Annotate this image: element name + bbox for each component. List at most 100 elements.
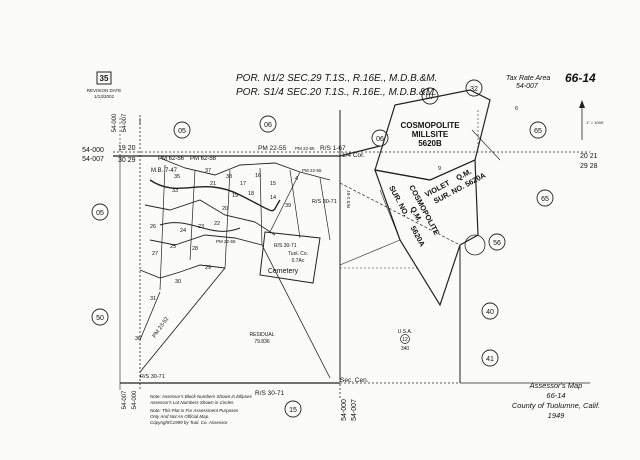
edge-label-bottom-mid-a: 54-000 <box>341 399 348 421</box>
section-rr: 20 21 <box>580 153 598 160</box>
page-circle <box>481 302 499 320</box>
survey-ref: PM 23-52 <box>152 316 171 339</box>
survey-ref: R/S 30-71 <box>255 390 285 397</box>
edge-label-bottom-mid-b: 54-007 <box>351 399 358 421</box>
survey-ref: PM 22-55 <box>302 168 322 173</box>
parcel-numbers: 9 14 15 16 17 18 19 20 21 22 23 24 25 26… <box>135 106 518 342</box>
usa-name: U.S.A. <box>398 329 412 335</box>
section-ll2: 30 29 <box>118 157 136 164</box>
revision-number: 35 <box>100 74 109 83</box>
parcel-number: 6 <box>515 106 518 112</box>
corner-circle <box>464 234 486 256</box>
cemetery-name: Cemetery <box>268 268 299 275</box>
page-circle <box>488 233 506 251</box>
page-circle <box>91 203 109 221</box>
parcel-number: 17 <box>240 181 246 187</box>
parcel-number: 15 <box>270 181 276 187</box>
residual-acres: 79.836 <box>254 339 270 345</box>
edge-label-bottom-left-b: 54-000 <box>132 390 138 409</box>
page-circle <box>529 121 547 139</box>
footer-year: 1949 <box>548 411 566 420</box>
header-line2: POR. S1/4 SEC.20 T.1S., R.16E., M.D.B.&M… <box>236 87 437 98</box>
parcel-number: 29 <box>205 265 211 271</box>
parcel-number: 28 <box>192 246 198 252</box>
header-line1: POR. N1/2 SEC.29 T.1S., R.16E., M.D.B.&M… <box>236 73 437 84</box>
parcel-number: 18 <box>248 191 254 197</box>
edge-label-left-a: 54-000 <box>82 147 104 154</box>
scale-note: 1" = 1000' <box>586 120 604 125</box>
note-line2: Assessor's Lot Numbers Shown in Circles <box>149 400 234 405</box>
page-circle-label: 15 <box>289 407 297 414</box>
note-line3: Note: This Plat Is For Assessment Purpos… <box>150 408 239 413</box>
circled-page-numbers: 05 06 06 07 32 65 65 05 56 40 50 41 15 <box>91 79 554 418</box>
page-circle-label: 06 <box>376 136 384 143</box>
usa-acres: 340 <box>401 346 410 352</box>
cemetery-owner: Tuol. Co. <box>288 251 308 257</box>
parcel-number: 9 <box>438 166 441 172</box>
parcel-number: 37 <box>205 168 211 174</box>
page-circle <box>91 308 109 326</box>
parcel-number: 26 <box>150 224 156 230</box>
parcel-number: 27 <box>152 251 158 257</box>
cosmopolite-qm-number: 5620A <box>409 224 428 248</box>
survey-ref: PM 62-58 <box>190 156 217 162</box>
millsite-name: COSMOPOLITE <box>400 121 460 130</box>
parcel-number: 22 <box>214 221 220 227</box>
parcel-number: 19 <box>232 193 238 199</box>
parcel-number: 4 <box>295 176 298 182</box>
footer-county: County of Tuolumne, Calif. <box>512 401 600 410</box>
edge-label-bottom-left-a: 54-007 <box>122 390 128 409</box>
edge-label-top-left-a: 54-000 <box>112 113 118 132</box>
survey-ref: PM 22-55 <box>216 239 236 244</box>
usa-parcel-circle <box>400 334 410 344</box>
edge-label-left-b: 54-007 <box>82 156 104 163</box>
parcel-number: 23 <box>198 224 204 230</box>
north-arrow-head <box>579 100 585 108</box>
parcel-number: 33 <box>172 188 178 194</box>
page-circle-label: 32 <box>470 86 478 93</box>
parcel-number: 30 <box>175 279 181 285</box>
survey-ref: M.B. 7-47 <box>151 168 178 174</box>
survey-ref: R/S 30-71 <box>274 243 297 249</box>
survey-ref: R/S 30-71 <box>312 199 337 205</box>
millsite-number: 5620B <box>418 139 442 148</box>
map-number: 66-14 <box>565 71 596 85</box>
usa-parcel-number: 12 <box>402 337 408 343</box>
note-line5: Copyright©1999 by Tuol. Co. Assessor <box>150 419 228 425</box>
footer-title: Assessor's Map <box>529 381 583 390</box>
section-ll: 19 20 <box>118 145 136 152</box>
survey-ref: PM 22-55 <box>295 146 315 151</box>
page-circle-label: 07 <box>426 94 434 101</box>
page-circle-label: 50 <box>96 315 104 322</box>
parcel-number: 39 <box>285 203 291 209</box>
parcel-number: 25 <box>170 244 176 250</box>
parcel-number: 38 <box>226 174 232 180</box>
page-circle <box>371 129 389 147</box>
revision-label: REVISION DATE <box>87 88 121 93</box>
parcel-number: 21 <box>210 181 216 187</box>
parcel-number: 24 <box>180 228 186 234</box>
page-circle-label: 41 <box>486 356 494 363</box>
page-circle-label: 65 <box>534 128 542 135</box>
parcel-number: 14 <box>270 195 276 201</box>
road-curve <box>149 179 281 212</box>
note-line1: Note: Assessor's Block Numbers Shown in … <box>150 394 252 399</box>
survey-ref: PM 62-56 <box>158 156 185 162</box>
section-rr2: 29 28 <box>580 163 598 170</box>
parcel-number: 16 <box>255 173 261 179</box>
parcel-number: 36 <box>135 336 141 342</box>
revision-box <box>96 71 112 85</box>
note-line4: Only And Not An Official Map. <box>150 414 209 419</box>
edge-label-top-left-b: 54-007 <box>122 113 128 132</box>
survey-ref: R/S 1-67 <box>346 190 351 208</box>
footer-number: 66-14 <box>546 391 565 400</box>
tax-rate-label: Tax Rate Area <box>506 75 550 82</box>
survey-ref: R/S 1-67 <box>320 145 346 152</box>
millsite-sub: MILLSITE <box>412 130 449 139</box>
residual-name: RESIDUAL <box>249 332 274 338</box>
page-circle <box>173 121 191 139</box>
page-circle-label: 06 <box>264 122 272 129</box>
page-circle-label: 65 <box>541 196 549 203</box>
page-circle-label: 05 <box>178 128 186 135</box>
